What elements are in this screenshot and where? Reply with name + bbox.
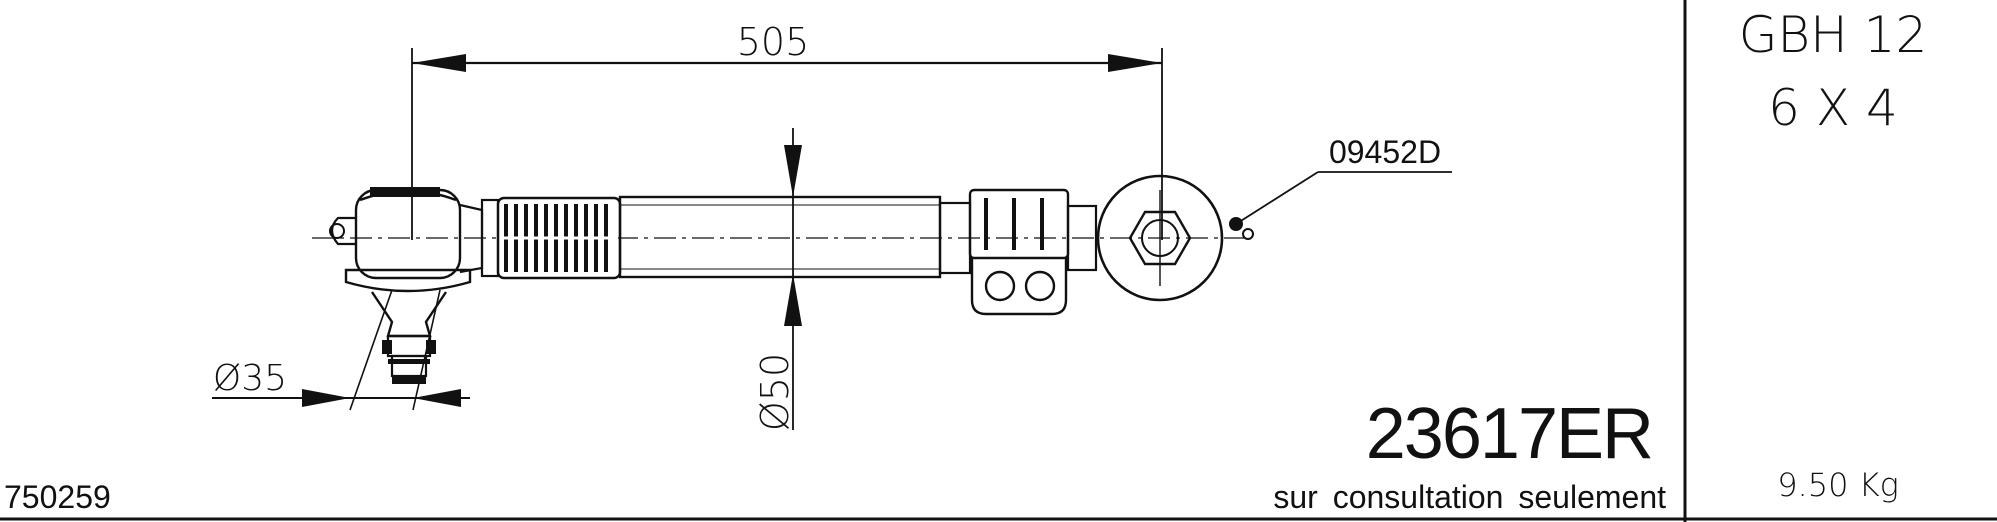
callout-code: 09452D xyxy=(1329,134,1441,170)
model-line-2: 6 X 4 xyxy=(1768,79,1898,137)
arrow-right xyxy=(1108,54,1162,72)
callout: 09452D xyxy=(1229,134,1452,231)
knurled-sleeve xyxy=(480,196,622,280)
model-line-1: GBH 12 xyxy=(1739,6,1928,64)
arrow-right-small xyxy=(302,389,350,407)
clamp xyxy=(968,188,1098,316)
main-tube xyxy=(618,195,972,279)
part-note: sur consultation seulement xyxy=(1273,479,1666,515)
tie-rod xyxy=(312,174,1254,384)
weight-label: 9.50 Kg xyxy=(1777,466,1899,504)
tube-diameter-dimension: Ø50 xyxy=(753,128,802,431)
end-diameter-dimension: Ø35 xyxy=(212,289,470,411)
hex-nut xyxy=(1128,210,1192,266)
arrow-left xyxy=(412,54,466,72)
reference-number: 750259 xyxy=(4,479,111,515)
arrow-left-small xyxy=(413,389,461,407)
length-dimension: 505 xyxy=(411,20,1163,240)
length-label: 505 xyxy=(737,20,810,64)
arrow-down xyxy=(784,145,802,197)
right-eye-end xyxy=(1096,174,1254,302)
left-ball-joint xyxy=(329,187,484,384)
tube-diameter-label: Ø50 xyxy=(753,353,797,431)
part-number: 23617ER xyxy=(1366,394,1652,474)
title-block: GBH 12 6 X 4 9.50 Kg xyxy=(1739,6,1928,504)
arrow-up xyxy=(784,274,802,326)
end-diameter-label: Ø35 xyxy=(213,358,287,399)
